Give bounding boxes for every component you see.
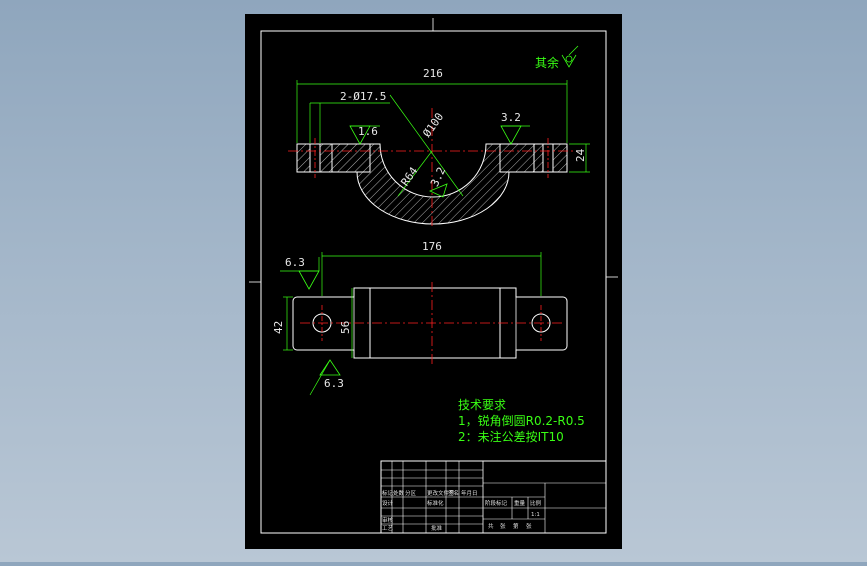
dim-42-text: 42 [272, 321, 285, 334]
tech-req-line1: 1，锐角倒圆R0.2-R0.5 [458, 414, 585, 428]
tb-approve: 批准 [431, 524, 443, 532]
drawing-sheet [245, 14, 622, 549]
top-view: 176 42 56 6.3 6.3 [272, 240, 568, 396]
tb-mark: 标记 [382, 489, 394, 497]
tb-ratio: 比例 [530, 499, 542, 507]
tb-sheet-unit-2: 张 [526, 522, 532, 530]
remaining-roughness-circle [565, 55, 573, 63]
dim-d100-leader [389, 94, 464, 197]
tb-weight: 重量 [514, 499, 526, 507]
roughness-6-3-top-text: 6.3 [285, 256, 305, 269]
tb-sheet-unit-1: 张 [500, 522, 506, 530]
tb-sheet-total: 共 [488, 522, 494, 530]
roughness-symbol-6-3-bottom [319, 359, 341, 376]
remaining-roughness-tail [568, 45, 579, 56]
dim-hole-text: 2-Ø17.5 [340, 90, 386, 103]
tech-requirements: 技术要求 1，锐角倒圆R0.2-R0.5 2：未注公差按IT10 [458, 398, 585, 444]
tb-standard: 标准化 [427, 499, 444, 507]
roughness-3-2-top-text: 3.2 [501, 111, 521, 124]
dim-24-text: 24 [574, 148, 587, 162]
tech-req-title: 技术要求 [458, 398, 506, 412]
left-flange-inner [331, 143, 371, 173]
tb-sign: 签名 [448, 489, 459, 497]
right-flange-inner [499, 143, 535, 173]
remaining-roughness-label: 其余 [535, 55, 559, 70]
tb-scale-value: 1:1 [531, 512, 540, 518]
tb-process: 工艺 [382, 525, 394, 532]
tb-stage-mark: 阶段标记 [485, 499, 508, 507]
roughness-1-6-text: 1.6 [358, 125, 378, 138]
dim-56-text: 56 [339, 321, 352, 334]
tb-review: 审核 [382, 516, 394, 524]
roughness-6-3-bottom-text: 6.3 [324, 377, 344, 390]
roughness-6-3-bottom-leader [309, 359, 331, 396]
tb-zone: 分区 [405, 489, 417, 497]
saddle-section [356, 143, 510, 225]
dim-216-text: 216 [423, 67, 443, 80]
tech-req-line2: 2：未注公差按IT10 [458, 429, 564, 444]
tb-date: 年月日 [461, 489, 478, 497]
tb-design: 设计 [382, 499, 394, 507]
tb-change-doc: 更改文件号 [427, 489, 455, 497]
dim-r64-leader [397, 150, 433, 197]
dim-176-text: 176 [422, 240, 442, 253]
tb-count: 处数 [393, 489, 405, 497]
title-block: 标记 处数 分区 更改文件号 签名 年月日 设计 标准化 审核 工艺 批准 阶段… [380, 460, 607, 534]
tb-sheet-no: 第 [513, 522, 519, 530]
remaining-roughness-symbol [561, 54, 577, 68]
top-right-lug [499, 287, 568, 359]
roughness-symbol-3-2-arc [429, 183, 448, 198]
